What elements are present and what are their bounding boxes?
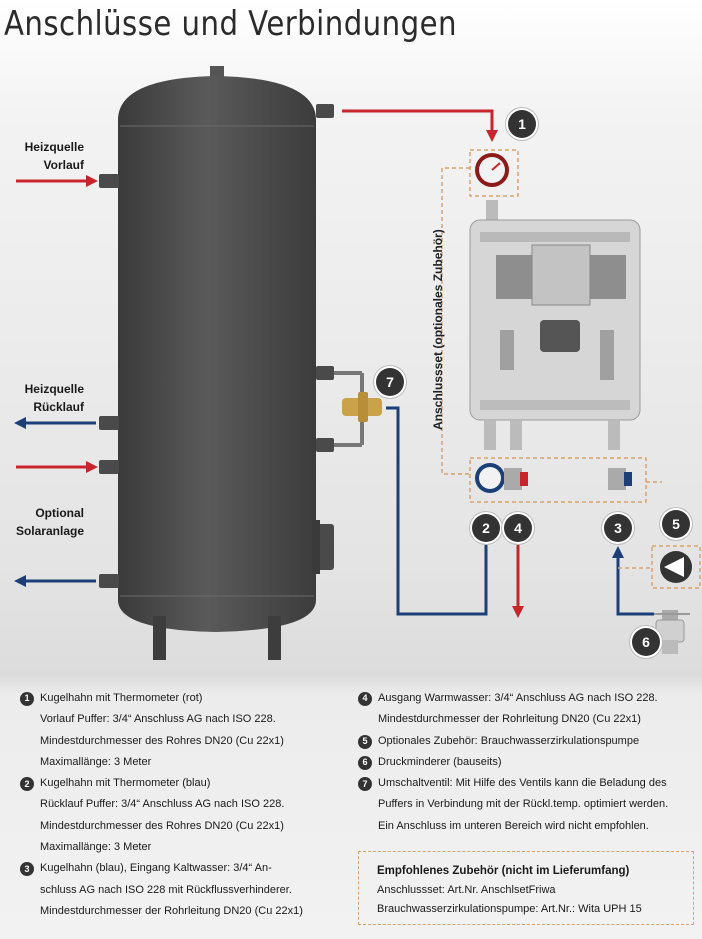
- legend-line: Kugelhahn mit Thermometer (blau): [40, 777, 211, 790]
- legend-item-3: 3 Kugelhahn (blau), Eingang Kaltwasser: …: [20, 858, 303, 922]
- accessories-line: Anschlussset: Art.Nr. AnschlsetFriwa: [377, 884, 556, 896]
- legend-line: Mindestdurchmesser der Rohrleitung DN20 …: [378, 713, 641, 726]
- legend-line: Optionales Zubehör: Brauchwasserzirkulat…: [378, 734, 640, 747]
- badge-6: 6: [632, 628, 660, 656]
- connection-set-outline: [441, 149, 701, 589]
- legend-line: Vorlauf Puffer: 3/4“ Anschluss AG nach I…: [40, 713, 276, 726]
- legend-line: Umschaltventil: Mit Hilfe des Ventils ka…: [378, 777, 667, 790]
- legend-line: schluss AG nach ISO 228 mit Rückflussver…: [40, 883, 292, 896]
- legend-line: Maximallänge: 3 Meter: [40, 841, 152, 854]
- blue-arrowheads: [14, 417, 624, 587]
- badge-3: 3: [604, 514, 632, 542]
- legend-line: Puffers in Verbindung mit der Rückl.temp…: [378, 798, 669, 811]
- legend-item-7: 7 Umschaltventil: Mit Hilfe des Ventils …: [358, 773, 668, 837]
- page-title: Anschlüsse und Verbindungen: [4, 4, 457, 44]
- connection-diagram: [14, 66, 701, 660]
- badge-2: 2: [472, 514, 500, 542]
- circulation-pump-icon: [660, 551, 692, 583]
- badge-5: 5: [662, 510, 690, 538]
- connection-set-label: Anschlussset (optionales Zubehör): [431, 229, 445, 430]
- thermometer-icon: [475, 153, 509, 187]
- switching-valve: [334, 371, 382, 447]
- legend-number: 6: [358, 755, 372, 770]
- legend-item-2: 2 Kugelhahn mit Thermometer (blau) Rückl…: [20, 773, 303, 858]
- badge-1: 1: [508, 110, 536, 138]
- blue-return-arrows: [26, 406, 654, 616]
- label-line: Solaranlage: [15, 524, 84, 538]
- legend-number: 2: [20, 777, 34, 792]
- legend-number: 5: [358, 734, 372, 749]
- label-line: Rücklauf: [33, 400, 84, 414]
- red-supply-arrows: [16, 109, 520, 608]
- legend-item-5: 5 Optionales Zubehör: Brauchwasserzirkul…: [358, 731, 668, 752]
- label-optional-solar: Optional Solaranlage: [4, 504, 84, 540]
- legend-right: 4 Ausgang Warmwasser: 3/4“ Anschluss AG …: [358, 688, 668, 837]
- legend-item-6: 6 Druckminderer (bauseits): [358, 752, 668, 773]
- red-arrowheads: [86, 130, 524, 618]
- pressure-reducer-icon: [654, 610, 690, 654]
- label-heizquelle-vorlauf: Heizquelle Vorlauf: [20, 138, 84, 174]
- recommended-accessories-box: Empfohlenes Zubehör (nicht im Lieferumfa…: [358, 851, 694, 925]
- legend-line: Ein Anschluss im unteren Bereich wird ni…: [378, 819, 649, 832]
- legend-line: Maximallänge: 3 Meter: [40, 755, 152, 768]
- legend-number: 4: [358, 692, 372, 706]
- accessories-title: Empfohlenes Zubehör (nicht im Lieferumfa…: [377, 865, 630, 877]
- legend-line: Kugelhahn mit Thermometer (rot): [40, 692, 203, 704]
- legend-item-1: 1 Kugelhahn mit Thermometer (rot) Vorlau…: [20, 688, 303, 773]
- legend-line: Mindestdurchmesser des Rohres DN20 (Cu 2…: [40, 734, 284, 747]
- fresh-water-station: [469, 200, 641, 450]
- legend-line: Rücklauf Puffer: 3/4“ Anschluss AG nach …: [40, 798, 285, 811]
- legend-line: Mindestdurchmesser der Rohrleitung DN20 …: [40, 904, 303, 917]
- legend-item-4: 4 Ausgang Warmwasser: 3/4“ Anschluss AG …: [358, 688, 668, 731]
- legend-line: Druckminderer (bauseits): [378, 755, 502, 768]
- accessories-line: Brauchwasserzirkulationspumpe: Art.Nr.: …: [377, 903, 642, 915]
- legend-number: 7: [358, 777, 372, 792]
- legend-line: Kugelhahn (blau), Eingang Kaltwasser: 3/…: [40, 862, 272, 875]
- legend-line: Mindestdurchmesser des Rohres DN20 (Cu 2…: [40, 819, 284, 832]
- legend-left: 1 Kugelhahn mit Thermometer (rot) Vorlau…: [20, 688, 303, 922]
- badge-7: 7: [376, 368, 404, 396]
- label-line: Vorlauf: [43, 158, 84, 172]
- legend-line: Ausgang Warmwasser: 3/4“ Anschluss AG na…: [378, 692, 658, 704]
- legend-number: 3: [20, 862, 34, 877]
- ball-valves: [475, 463, 632, 493]
- label-line: Heizquelle: [24, 140, 84, 154]
- label-line: Heizquelle: [24, 382, 84, 396]
- label-heizquelle-ruecklauf: Heizquelle Rücklauf: [20, 380, 84, 416]
- buffer-tank: [99, 66, 334, 660]
- badge-4: 4: [504, 514, 532, 542]
- label-line: Optional: [35, 506, 84, 520]
- legend-number: 1: [20, 692, 34, 706]
